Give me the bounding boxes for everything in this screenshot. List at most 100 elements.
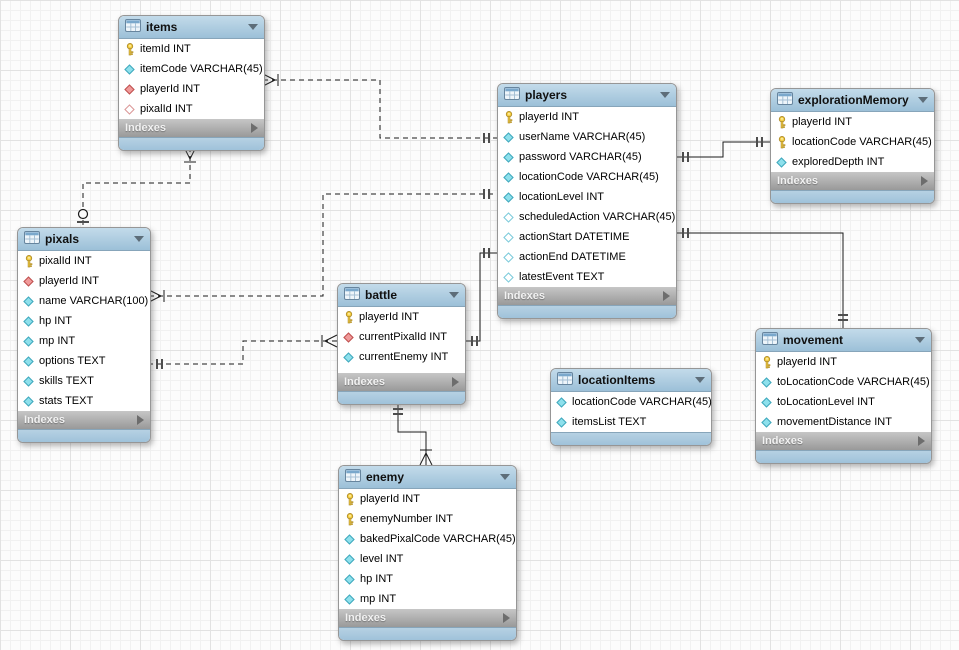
column-text: locationCode VARCHAR(45) xyxy=(519,171,659,183)
indexes-footer[interactable]: Indexes xyxy=(338,373,465,391)
column-row[interactable]: itemCode VARCHAR(45) xyxy=(119,59,264,79)
indexes-footer[interactable]: Indexes xyxy=(771,172,934,190)
primary-key-icon xyxy=(123,42,136,56)
relationship-line[interactable] xyxy=(82,147,191,227)
column-row[interactable]: options TEXT xyxy=(18,351,150,371)
expand-indexes-icon[interactable] xyxy=(251,123,258,133)
table-header[interactable]: battle xyxy=(338,284,465,307)
column-row[interactable]: itemId INT xyxy=(119,39,264,59)
indexes-footer[interactable]: Indexes xyxy=(339,609,516,627)
column-row[interactable]: locationCode VARCHAR(45) xyxy=(771,132,934,152)
relationship-line[interactable] xyxy=(675,141,770,158)
table-header[interactable]: pixals xyxy=(18,228,150,251)
table-header[interactable]: items xyxy=(119,16,264,39)
collapse-arrow-icon[interactable] xyxy=(134,236,144,242)
expand-indexes-icon[interactable] xyxy=(137,415,144,425)
column-row[interactable]: password VARCHAR(45) xyxy=(498,147,676,167)
relationship-battle-enemy[interactable] xyxy=(393,401,433,466)
column-row[interactable]: exploredDepth INT xyxy=(771,152,934,172)
column-row[interactable]: actionStart DATETIME xyxy=(498,227,676,247)
column-row[interactable]: playerId INT xyxy=(18,271,150,291)
column-row[interactable]: level INT xyxy=(339,549,516,569)
column-row[interactable]: actionEnd DATETIME xyxy=(498,247,676,267)
column-row[interactable]: itemsList TEXT xyxy=(551,412,711,432)
column-row[interactable]: userName VARCHAR(45) xyxy=(498,127,676,147)
column-row[interactable]: currentEnemy INT xyxy=(338,347,465,367)
column-row[interactable]: playerId INT xyxy=(498,107,676,127)
column-row[interactable]: locationCode VARCHAR(45) xyxy=(551,392,712,412)
indexes-footer[interactable]: Indexes xyxy=(119,119,264,137)
column-row[interactable]: bakedPixalCode VARCHAR(45) xyxy=(339,529,516,549)
column-row[interactable]: name VARCHAR(100) xyxy=(18,291,150,311)
expand-indexes-icon[interactable] xyxy=(921,176,928,186)
column-row[interactable]: stats TEXT xyxy=(18,391,150,411)
column-row[interactable]: playerId INT xyxy=(338,307,465,327)
relationship-players-movement[interactable] xyxy=(675,228,848,328)
relationship-items-players[interactable] xyxy=(262,73,497,143)
column-row[interactable]: playerId INT xyxy=(339,489,516,509)
collapse-arrow-icon[interactable] xyxy=(915,337,925,343)
expand-indexes-icon[interactable] xyxy=(663,291,670,301)
relationship-battle-pixals[interactable] xyxy=(149,334,338,369)
relationship-battle-players[interactable] xyxy=(464,248,497,346)
column-row[interactable]: toLocationCode VARCHAR(45) xyxy=(756,372,931,392)
relationship-pixals-players[interactable] xyxy=(148,189,497,303)
collapse-arrow-icon[interactable] xyxy=(660,92,670,98)
expand-indexes-icon[interactable] xyxy=(503,613,510,623)
column-row[interactable]: enemyNumber INT xyxy=(339,509,516,529)
relationship-line[interactable] xyxy=(397,401,427,465)
collapse-arrow-icon[interactable] xyxy=(449,292,459,298)
indexes-footer[interactable]: Indexes xyxy=(18,411,150,429)
column-row[interactable]: latestEvent TEXT xyxy=(498,267,676,287)
relationship-players-explorationMemory[interactable] xyxy=(675,137,770,162)
relationship-line[interactable] xyxy=(675,232,844,328)
table-header[interactable]: movement xyxy=(756,329,931,352)
table-title: enemy xyxy=(366,470,405,484)
column-row[interactable]: skills TEXT xyxy=(18,371,150,391)
column-text: itemsList TEXT xyxy=(572,416,647,428)
collapse-arrow-icon[interactable] xyxy=(500,474,510,480)
relationship-line[interactable] xyxy=(149,193,497,297)
collapse-arrow-icon[interactable] xyxy=(248,24,258,30)
expand-indexes-icon[interactable] xyxy=(918,436,925,446)
column-row[interactable]: scheduledAction VARCHAR(45) xyxy=(498,207,676,227)
indexes-footer[interactable]: Indexes xyxy=(498,287,676,305)
cardinality-glyph xyxy=(262,79,276,87)
column-row[interactable]: locationLevel INT xyxy=(498,187,676,207)
relationship-line[interactable] xyxy=(149,340,337,365)
column-row[interactable]: movementDistance INT xyxy=(756,412,931,432)
expand-indexes-icon[interactable] xyxy=(452,377,459,387)
column-row[interactable]: locationCode VARCHAR(45) xyxy=(498,167,676,187)
column-row[interactable]: currentPixalId INT xyxy=(338,327,465,347)
column-row[interactable]: mp INT xyxy=(18,331,150,351)
column-row[interactable]: hp INT xyxy=(339,569,516,589)
relationship-line[interactable] xyxy=(263,79,497,139)
relationship-line[interactable] xyxy=(464,252,497,342)
collapse-arrow-icon[interactable] xyxy=(695,377,705,383)
column-row[interactable]: playerId INT xyxy=(756,352,931,372)
table-header[interactable]: explorationMemory xyxy=(771,89,934,112)
column-row[interactable]: playerId INT xyxy=(771,112,934,132)
table-header[interactable]: players xyxy=(498,84,676,107)
relationship-items-pixals[interactable] xyxy=(77,146,197,227)
column-row[interactable]: playerId INT xyxy=(119,79,264,99)
table-header[interactable]: locationItems xyxy=(551,369,711,392)
collapse-arrow-icon[interactable] xyxy=(918,97,928,103)
column-row[interactable]: mp INT xyxy=(339,589,516,609)
table-header[interactable]: enemy xyxy=(339,466,516,489)
indexes-footer[interactable]: Indexes xyxy=(756,432,931,450)
table-icon xyxy=(345,469,361,485)
column-row[interactable]: hp INT xyxy=(18,311,150,331)
column-row[interactable]: pixalId INT xyxy=(119,99,264,119)
column-row[interactable]: pixalId INT xyxy=(18,251,150,271)
column-row[interactable]: toLocationLevel INT xyxy=(756,392,931,412)
